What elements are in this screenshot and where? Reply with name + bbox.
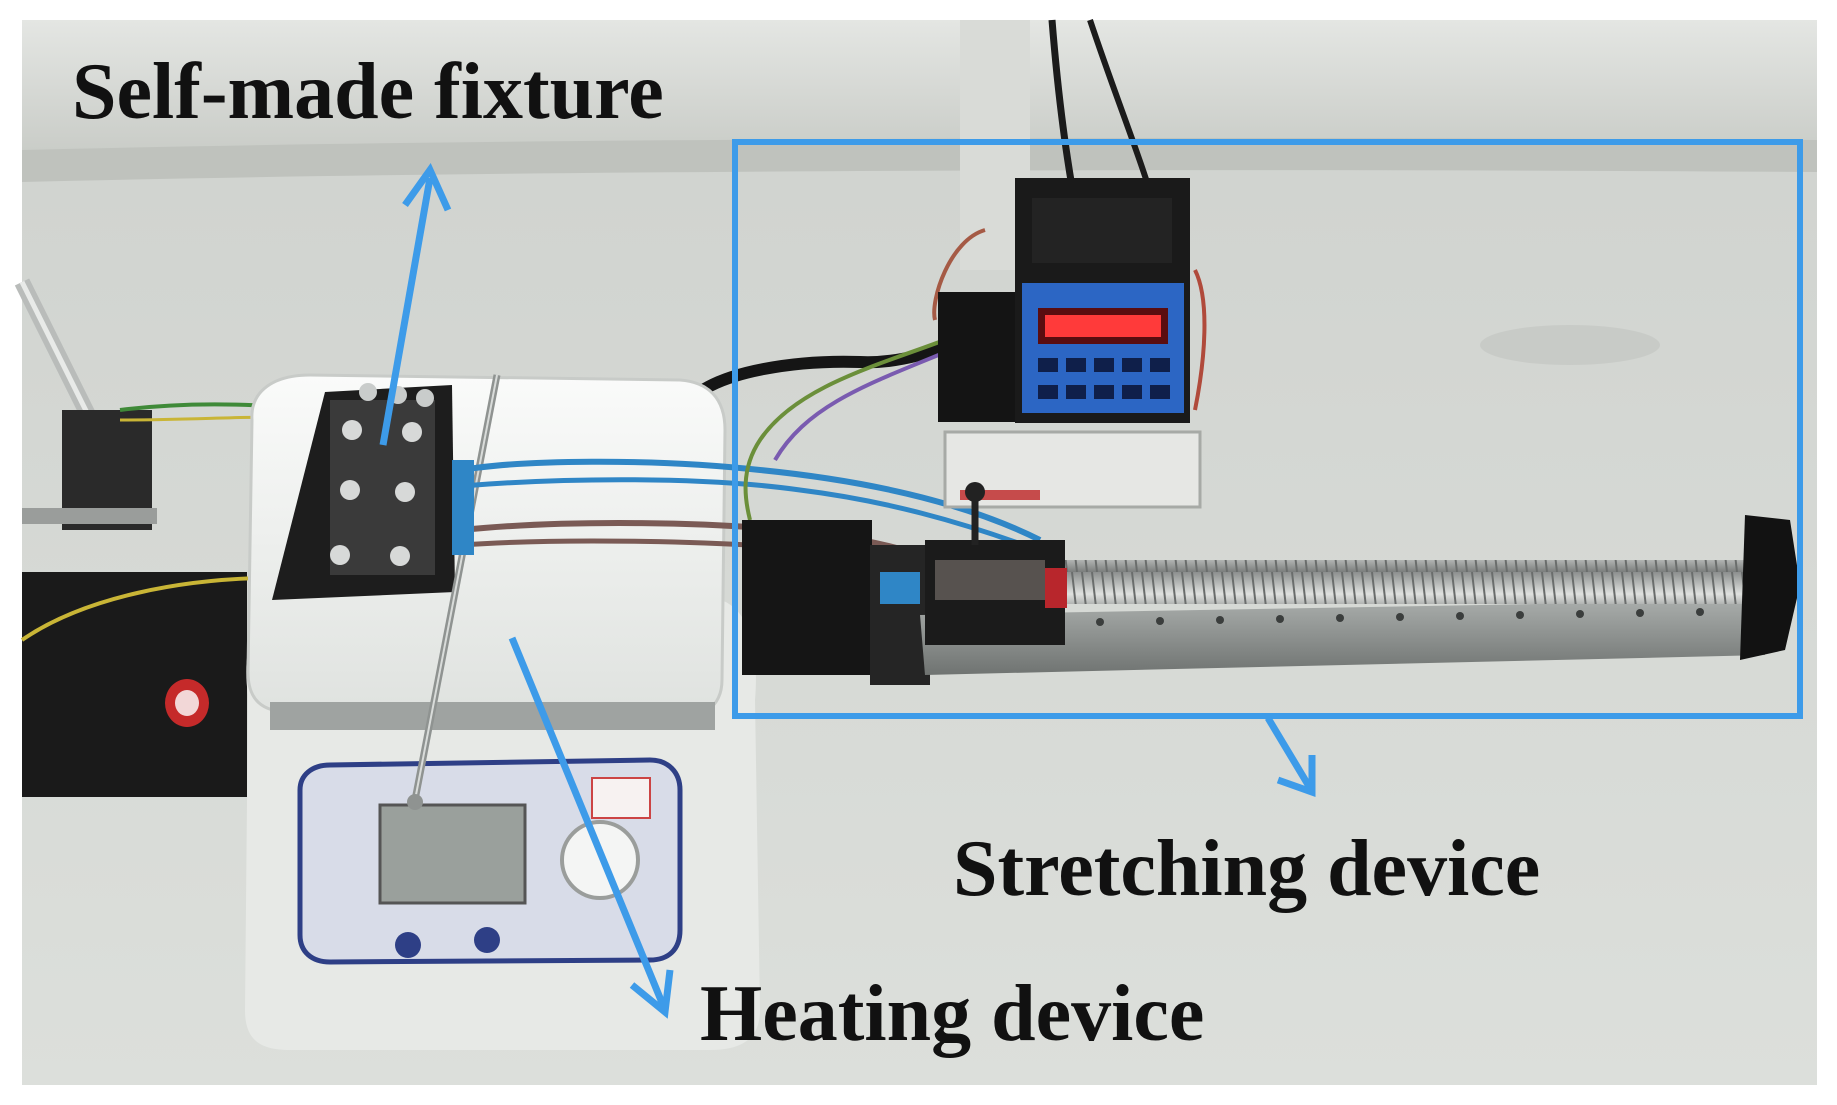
ball-screw — [1030, 560, 1770, 604]
label-heating-device: Heating device — [700, 970, 1205, 1058]
stepper-motor — [742, 520, 872, 675]
temp-up-button — [474, 927, 500, 953]
heating-arrow — [508, 636, 669, 1012]
rail-holes — [1096, 608, 1704, 626]
stretching-device-box — [732, 139, 1803, 719]
motor-coupler — [880, 572, 920, 604]
end-block — [1740, 515, 1800, 660]
controller-wire — [743, 328, 971, 521]
clamp-arm — [22, 508, 157, 524]
hotplate-heater-edge — [270, 702, 715, 730]
annotations — [379, 139, 1803, 1019]
back-wall — [22, 20, 1817, 165]
linear-rail — [920, 600, 1765, 675]
sample-sticker — [591, 777, 651, 819]
motor-controller — [938, 178, 1190, 423]
temp-down-button — [395, 932, 421, 958]
fixture-arrow — [379, 177, 434, 446]
sliding-carriage — [925, 482, 1067, 645]
photo-area — [14, 19, 1817, 1085]
black-cable — [685, 334, 963, 405]
shelf-edge — [22, 138, 1817, 182]
stand-base — [22, 572, 247, 797]
stretching-arrow-head — [1276, 755, 1316, 797]
blue-wire — [461, 477, 1051, 558]
label-stretching-device: Stretching device — [953, 825, 1541, 913]
lcd-display — [378, 803, 527, 905]
label-self-made-fixture: Self-made fixture — [72, 48, 664, 136]
heating-arrow-head — [629, 969, 674, 1019]
stretching-arrow — [1264, 716, 1314, 790]
wire-clip — [452, 460, 474, 555]
fixture-arrow-head — [402, 163, 452, 212]
